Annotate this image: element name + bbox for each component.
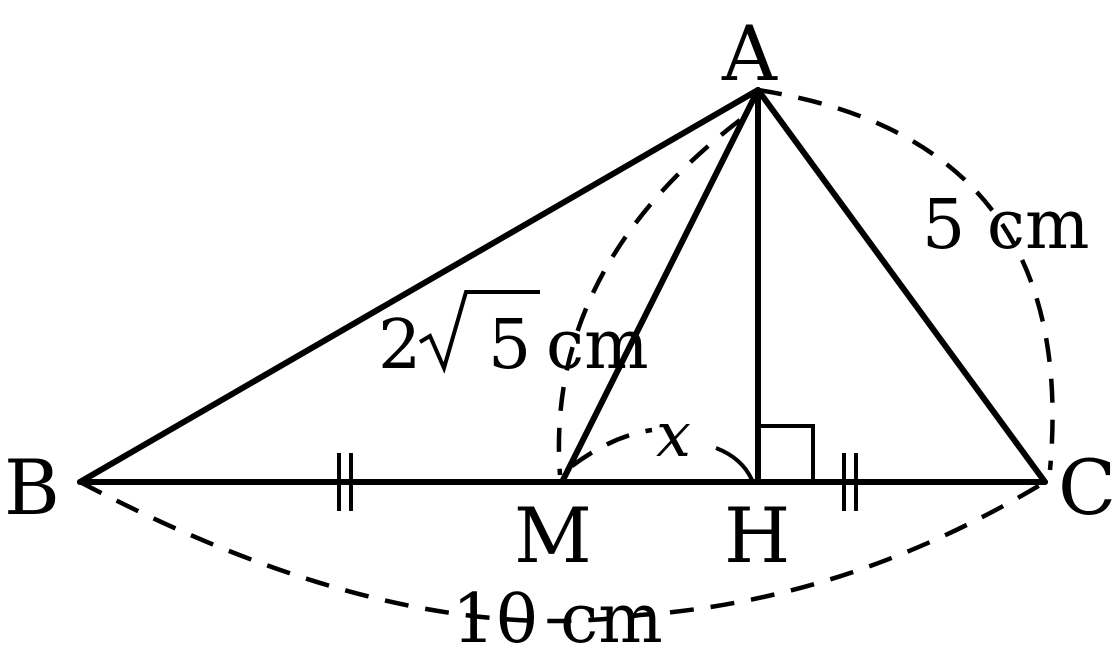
measure-am-label: 2 5 cm	[378, 290, 649, 385]
side-ab	[77, 87, 761, 485]
point-label-c: C	[1058, 443, 1116, 532]
point-label-m: M	[514, 491, 592, 580]
sqrt-radical-sign	[418, 290, 540, 374]
measure-am-coef: 2	[378, 306, 421, 385]
point-label-b: B	[4, 443, 60, 532]
ac-measure-arc	[757, 87, 1055, 471]
point-label-h: H	[724, 491, 790, 580]
point-label-a: A	[721, 9, 778, 98]
angle-x-arc	[570, 427, 653, 468]
measure-am-unit: cm	[546, 306, 649, 385]
measure-am-radicand: 5	[488, 306, 531, 385]
tick-mark-mc	[842, 453, 858, 511]
measure-bc-label: 10 cm	[452, 580, 663, 659]
median-am	[559, 87, 761, 485]
measure-ac-label: 5 cm	[922, 186, 1089, 265]
angle-x-arc-end	[715, 446, 754, 481]
side-ac	[755, 87, 1048, 485]
tick-mark-bm	[337, 453, 353, 511]
angle-x-label: x	[656, 398, 691, 471]
am-measure-arc	[556, 118, 742, 476]
right-angle-mark	[758, 424, 815, 482]
